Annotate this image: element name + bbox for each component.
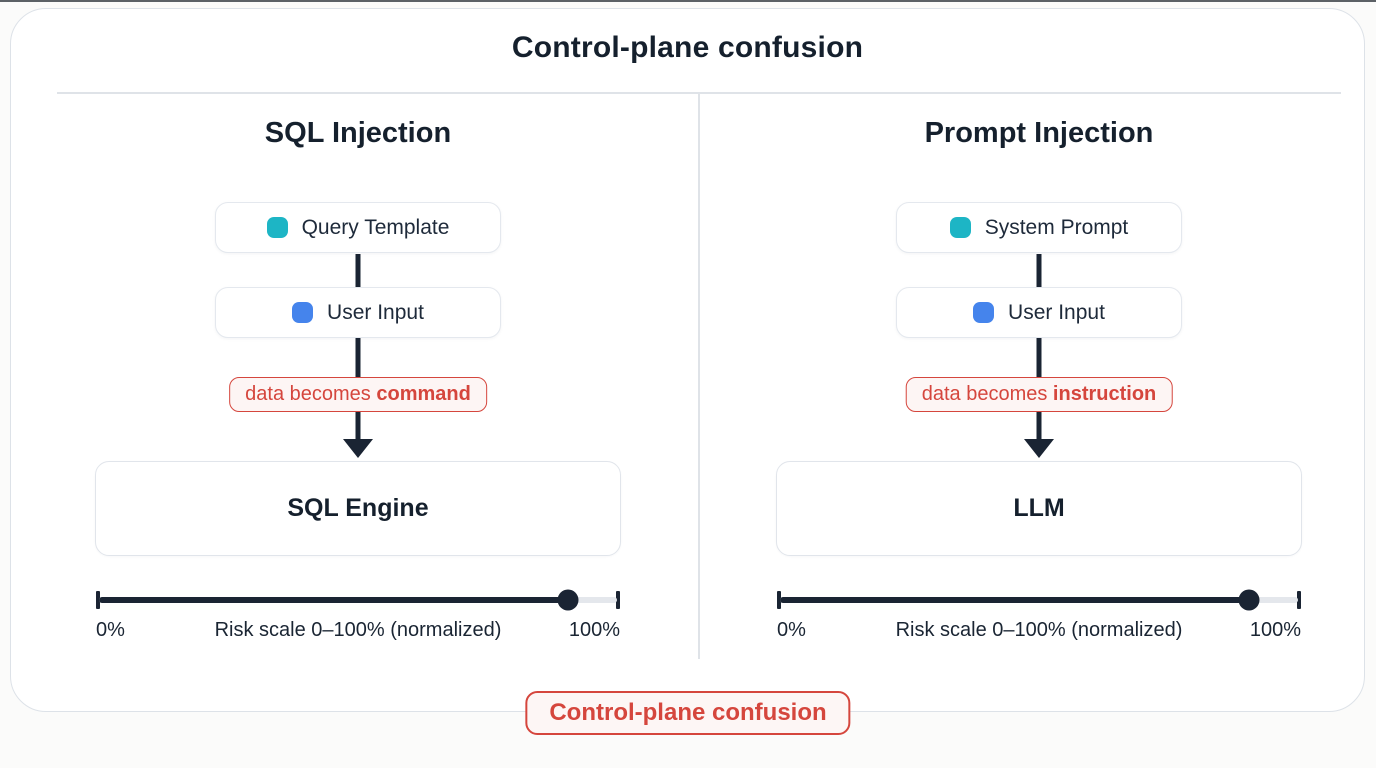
pill-emphasis: instruction bbox=[1052, 383, 1157, 405]
scale-caption: Risk scale 0–100% (normalized) bbox=[214, 619, 502, 641]
screen-top-edge bbox=[0, 0, 1376, 2]
column-heading: Prompt Injection bbox=[924, 117, 1154, 149]
blue-square-icon bbox=[292, 302, 314, 323]
title-divider bbox=[57, 92, 1341, 94]
teal-square-icon bbox=[266, 217, 288, 238]
pill-prefix: data becomes bbox=[245, 383, 377, 405]
scale-min-label: 0% bbox=[96, 619, 125, 641]
sql-injection-column: SQL Injection Query Template User Input … bbox=[14, 93, 702, 659]
user-input-box: User Input bbox=[215, 287, 501, 338]
scale-labels: 0% Risk scale 0–100% (normalized) 100% bbox=[777, 619, 1301, 643]
scale-caption: Risk scale 0–100% (normalized) bbox=[895, 619, 1183, 641]
system-prompt-box: System Prompt bbox=[896, 202, 1182, 253]
scale-min-label: 0% bbox=[777, 619, 806, 641]
risk-slider bbox=[96, 589, 620, 611]
connector-line bbox=[1036, 254, 1042, 288]
node-label: User Input bbox=[1008, 300, 1105, 324]
diagram-card: Control-plane confusion SQL Injection Qu… bbox=[10, 8, 1365, 712]
sql-engine-box: SQL Engine bbox=[95, 461, 621, 556]
llm-box: LLM bbox=[776, 461, 1302, 556]
node-label: User Input bbox=[327, 300, 424, 324]
node-label: Query Template bbox=[301, 215, 450, 239]
pill-prefix: data becomes bbox=[921, 383, 1053, 405]
slider-start-tick bbox=[96, 591, 100, 609]
slider-end-tick bbox=[1297, 591, 1301, 609]
page-title: Control-plane confusion bbox=[511, 31, 864, 64]
slider-end-tick bbox=[616, 591, 620, 609]
footer-label-pill: Control-plane confusion bbox=[525, 691, 851, 735]
scale-max-label: 100% bbox=[568, 619, 620, 641]
query-template-box: Query Template bbox=[215, 202, 501, 253]
slider-start-tick bbox=[777, 591, 781, 609]
prompt-injection-column: Prompt Injection System Prompt User Inpu… bbox=[695, 93, 1376, 659]
slider-fill bbox=[780, 597, 1252, 603]
target-label: SQL Engine bbox=[287, 494, 429, 522]
scale-max-label: 100% bbox=[1249, 619, 1301, 641]
arrow-down-icon bbox=[343, 439, 373, 458]
node-label: System Prompt bbox=[984, 215, 1129, 239]
teal-square-icon bbox=[949, 217, 971, 238]
pill-emphasis: command bbox=[376, 383, 471, 405]
arrow-down-icon bbox=[1024, 439, 1054, 458]
risk-annotation-pill: data becomes command bbox=[229, 377, 487, 412]
blue-square-icon bbox=[973, 302, 995, 323]
risk-slider bbox=[777, 589, 1301, 611]
footer-label: Control-plane confusion bbox=[549, 699, 827, 726]
slider-fill bbox=[99, 597, 571, 603]
connector-line bbox=[355, 254, 361, 288]
slider-handle bbox=[557, 589, 579, 611]
slider-handle bbox=[1238, 589, 1260, 611]
column-heading: SQL Injection bbox=[264, 117, 452, 149]
scale-labels: 0% Risk scale 0–100% (normalized) 100% bbox=[96, 619, 620, 643]
user-input-box: User Input bbox=[896, 287, 1182, 338]
target-label: LLM bbox=[1013, 494, 1065, 522]
risk-annotation-pill: data becomes instruction bbox=[905, 377, 1173, 412]
column-divider bbox=[698, 93, 700, 659]
